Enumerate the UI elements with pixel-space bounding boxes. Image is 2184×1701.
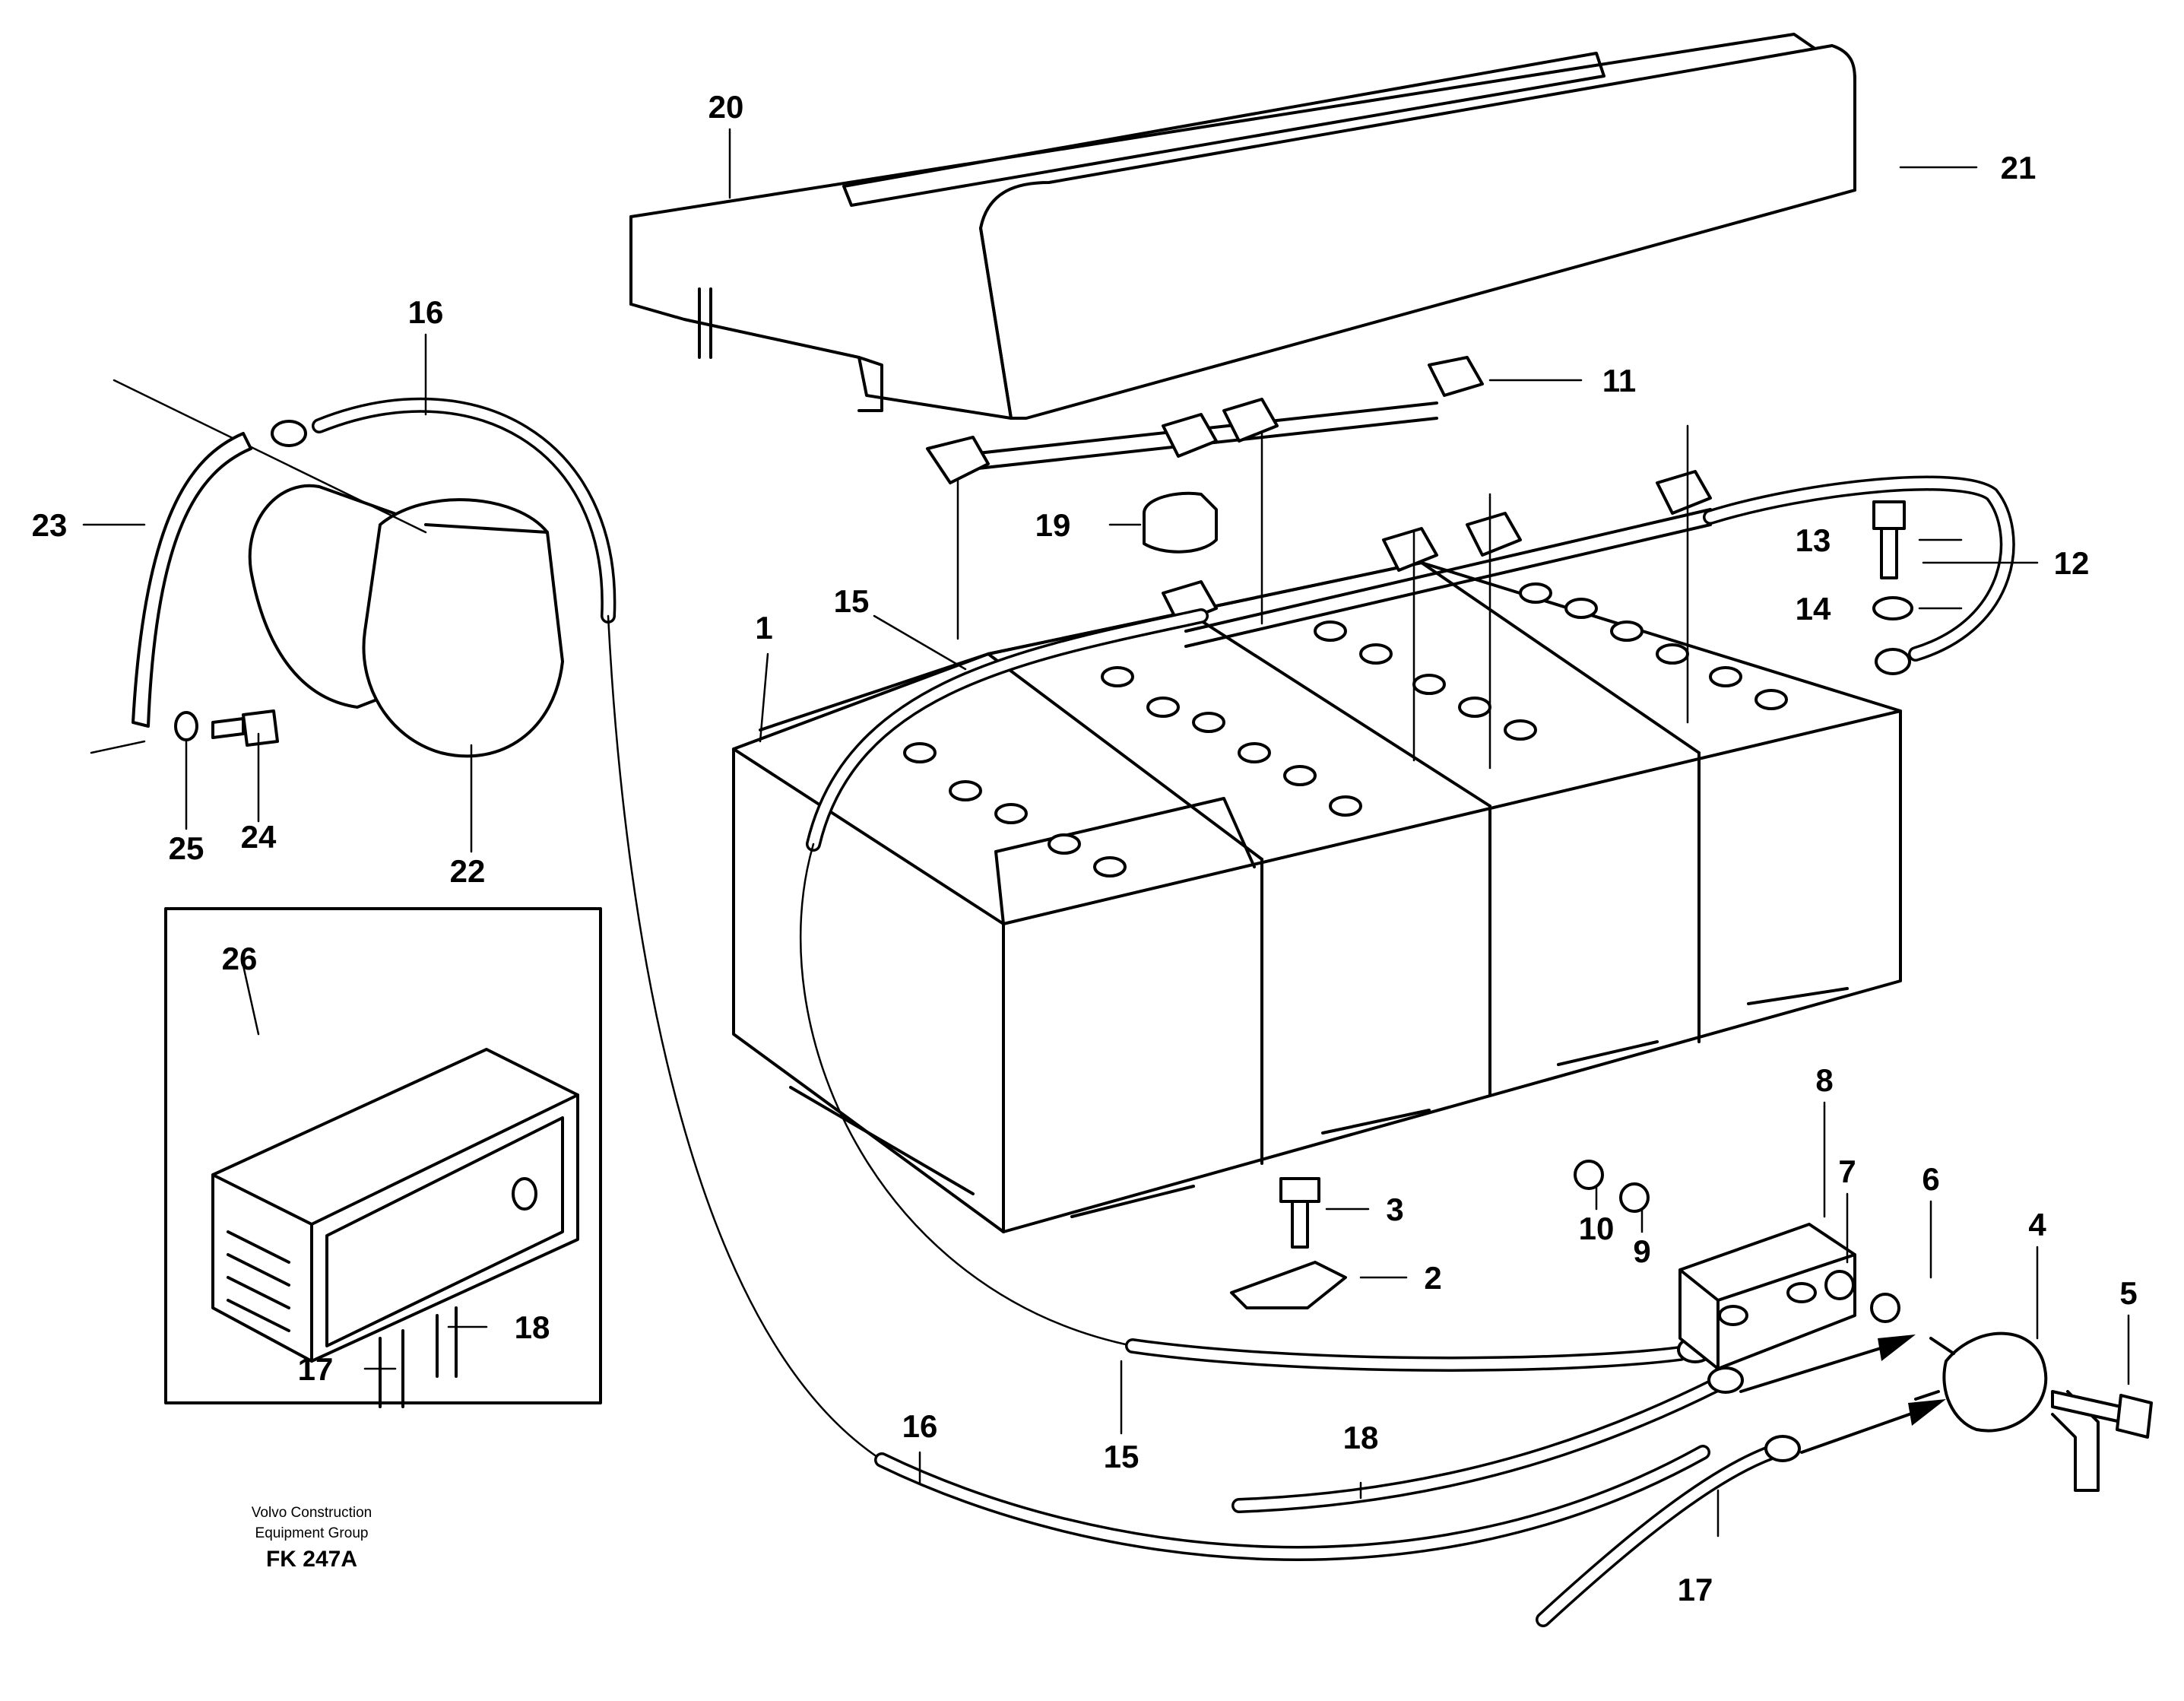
- callout-16-bottom: 16: [902, 1408, 938, 1444]
- inset-frame: [164, 907, 602, 1408]
- credit-block: Volvo Construction Equipment Group FK 24…: [252, 1505, 372, 1572]
- callout-10: 10: [1579, 1211, 1615, 1246]
- washer-25: [174, 711, 198, 741]
- callout-4: 4: [2028, 1207, 2046, 1242]
- strap-23: [90, 432, 252, 754]
- bolt-24: [211, 709, 279, 747]
- callout-18-inset: 18: [515, 1309, 550, 1345]
- callout-23: 23: [32, 507, 68, 543]
- cell-caps: [903, 582, 1788, 877]
- credit-line-1: Volvo Construction: [252, 1505, 372, 1521]
- callout-17-bottom: 17: [1678, 1572, 1713, 1607]
- callout-9: 9: [1633, 1233, 1650, 1269]
- callout-14: 14: [1796, 591, 1831, 627]
- callout-labels: 1 2 3 4 5 6 7 8 9 10 11 12 13 14 15 15 1…: [32, 89, 2138, 1607]
- battery-cover: [629, 33, 1856, 420]
- drawing-code: FK 247A: [266, 1547, 357, 1572]
- callout-16-top: 16: [408, 294, 444, 330]
- callout-5: 5: [2119, 1275, 2137, 1311]
- cable-16: [271, 397, 1710, 1561]
- bracket-2: [1230, 1261, 1347, 1309]
- cables-17-18: [1231, 1334, 1946, 1627]
- callout-2: 2: [1424, 1260, 1441, 1296]
- callout-20: 20: [708, 89, 744, 125]
- callout-8: 8: [1815, 1062, 1833, 1098]
- callout-24: 24: [241, 819, 277, 855]
- washers: [1574, 1160, 1900, 1323]
- relay-22: [113, 379, 564, 758]
- battery-connectors: [926, 356, 1712, 770]
- callout-22: 22: [450, 853, 486, 889]
- callout-12: 12: [2054, 545, 2090, 581]
- callout-25: 25: [169, 830, 204, 866]
- callout-3: 3: [1386, 1192, 1403, 1227]
- bolt-3: [1279, 1177, 1320, 1249]
- battery-pack: [732, 561, 1902, 1233]
- callout-6: 6: [1922, 1161, 1939, 1197]
- callout-1: 1: [755, 610, 772, 646]
- callout-18-bottom: 18: [1343, 1420, 1379, 1455]
- callout-7: 7: [1838, 1154, 1856, 1189]
- callout-11: 11: [1602, 363, 1636, 398]
- bolt-5: [2051, 1390, 2153, 1439]
- cover-8: [1678, 1223, 1856, 1370]
- callout-26: 26: [222, 941, 258, 976]
- callout-15-bottom: 15: [1104, 1439, 1140, 1474]
- terminal-cover: [1143, 491, 1218, 554]
- callout-17-inset: 17: [298, 1351, 334, 1387]
- callout-21: 21: [2001, 150, 2037, 186]
- cable-12: [1703, 475, 2015, 675]
- callout-13: 13: [1796, 522, 1831, 558]
- credit-line-2: Equipment Group: [255, 1525, 369, 1541]
- leader-lines: [82, 128, 2130, 1538]
- bolt-13: [1872, 500, 1906, 579]
- callout-15-top: 15: [834, 583, 870, 619]
- callout-19: 19: [1035, 507, 1071, 543]
- washer-14: [1872, 596, 1913, 620]
